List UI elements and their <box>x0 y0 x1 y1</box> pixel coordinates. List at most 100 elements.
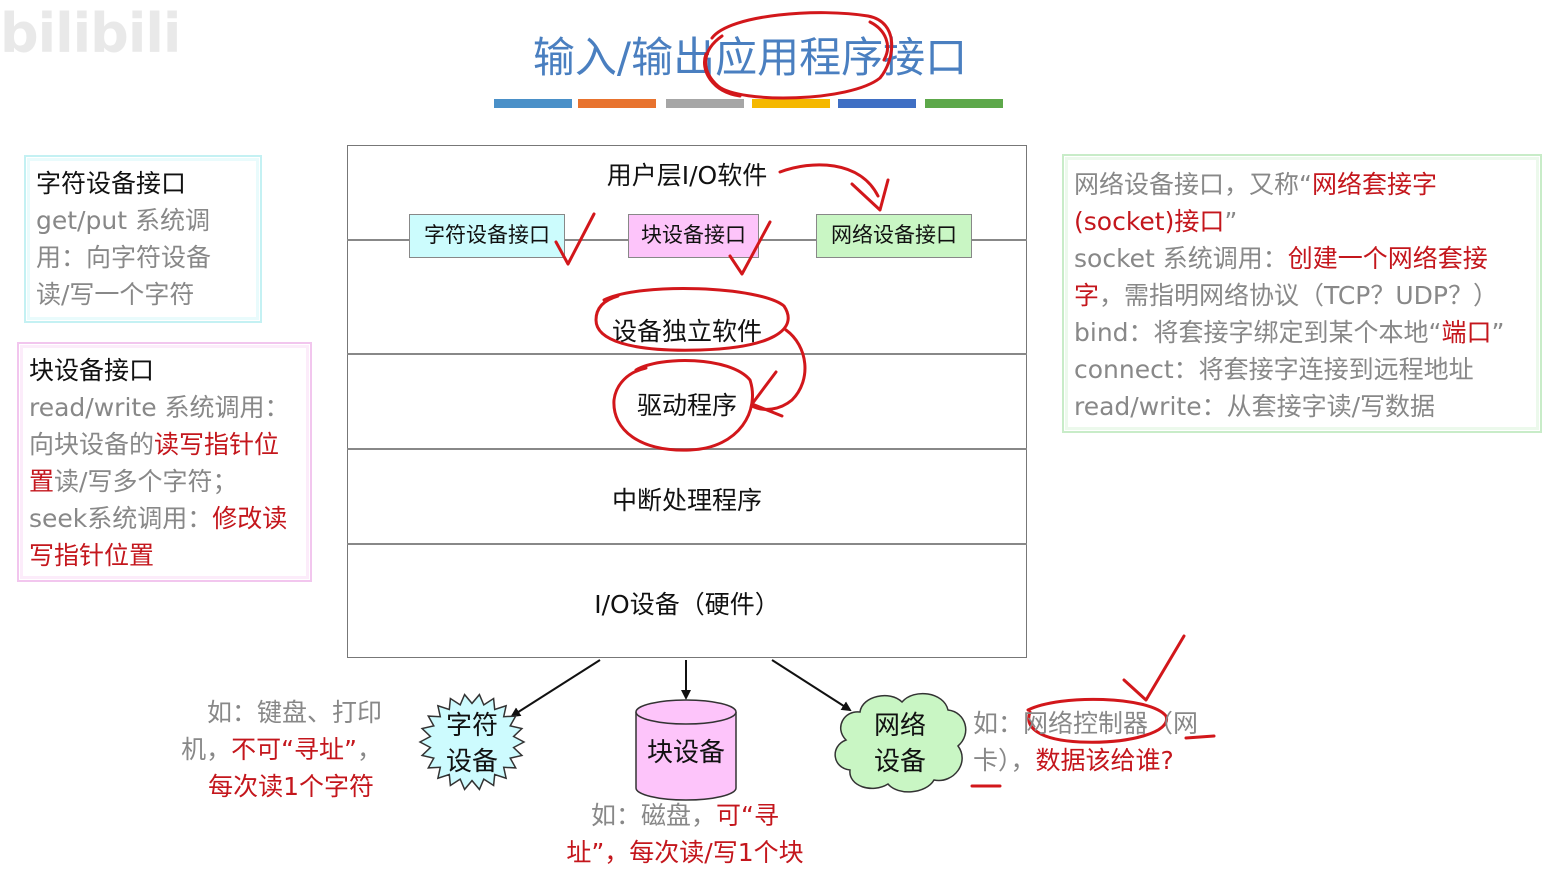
text-fragment: ，需指明网络协议（TCP？UDP？） <box>1099 281 1498 310</box>
note-line: 机，不可“寻址”， <box>150 731 382 768</box>
net-box-line: bind：将套接字绑定到某个本地“端口” <box>1074 314 1530 351</box>
network-device-label-line: 设备 <box>873 747 926 777</box>
text-fragment: 向块设备的 <box>29 430 155 459</box>
highlight-text: 置 <box>29 467 55 496</box>
char-interface-node: 字符设备接口 <box>409 214 565 258</box>
text-fragment: socket 系统调用： <box>1074 244 1288 273</box>
text-fragment: seek系统调用： <box>29 504 213 533</box>
block-box-line: 向块设备的读写指针位 <box>29 426 300 463</box>
driver-label: 驱动程序 <box>636 391 737 420</box>
net-box-line: 字，需指明网络协议（TCP？UDP？） <box>1074 277 1530 314</box>
highlight-text: 创建一个网络套接 <box>1287 244 1488 273</box>
hardware-layer-label: I/O设备（硬件） <box>594 590 780 619</box>
interface-connector-line <box>972 239 1027 241</box>
underline-annotation <box>970 734 1216 788</box>
text-fragment: ” <box>1491 318 1505 347</box>
highlight-text: 不可“寻址” <box>231 735 357 764</box>
char-interface-box: 字符设备接口 get/put 系统调 用：向字符设备 读/写一个字符 <box>24 155 262 323</box>
color-bar-orange <box>578 99 656 108</box>
block-interface-box: 块设备接口 read/write 系统调用： 向块设备的读写指针位 置读/写多个… <box>17 342 312 582</box>
highlight-text: (socket)接口 <box>1074 207 1225 236</box>
note-line: 如：键盘、打印 <box>206 698 382 727</box>
note-line: 每次读1个字符 <box>208 772 374 801</box>
device-independent-label: 设备独立软件 <box>611 317 762 346</box>
io-software-stack <box>347 145 1027 658</box>
block-box-line: read/write 系统调用： <box>29 393 290 422</box>
network-device-note: 如：网络控制器（网 卡），数据该给谁? <box>973 705 1233 779</box>
highlight-text: 网络套接字 <box>1311 170 1437 199</box>
char-device-label-line: 设备 <box>445 747 498 777</box>
block-device-label: 块设备 <box>646 738 725 768</box>
checkmark-block-interface <box>728 220 772 276</box>
char-device-label-line: 字符 <box>445 711 498 741</box>
color-bar-yellow <box>752 99 830 108</box>
device-independent-circle-annotation <box>594 287 790 352</box>
block-box-line: 写指针位置 <box>29 541 155 570</box>
checkmark-char-interface <box>554 212 596 266</box>
interface-connector-line <box>759 239 816 241</box>
char-device-starburst <box>418 693 526 791</box>
block-box-line: 置读/写多个字符； <box>29 463 300 500</box>
char-device-label: 字符 设备 <box>432 708 512 780</box>
driver-circle-annotation <box>612 359 754 452</box>
text-fragment: 如：磁盘， <box>591 801 717 830</box>
char-box-line: get/put 系统调 <box>36 206 210 235</box>
block-interface-node: 块设备接口 <box>628 214 759 258</box>
network-interface-node: 网络设备接口 <box>816 214 972 258</box>
block-device-cylinder-top <box>635 699 737 725</box>
color-bar-gray <box>666 99 744 108</box>
text-fragment: ， <box>356 735 382 764</box>
title-circle-annotation <box>704 11 894 100</box>
curved-arrow-annotation <box>778 163 880 198</box>
layer-divider <box>347 353 1027 355</box>
text-fragment: 读/写多个字符； <box>54 467 238 496</box>
highlight-text: 可“寻 <box>716 801 779 830</box>
text-fragment: 如： <box>973 709 1024 738</box>
text-fragment: 网络控制器 <box>1023 709 1149 738</box>
note-line: 如：网络控制器（网 <box>973 705 1233 742</box>
text-fragment: bind：将套接字绑定到某个本地“ <box>1074 318 1442 347</box>
color-bar-blue <box>494 99 572 108</box>
block-box-line: seek系统调用：修改读 <box>29 500 300 537</box>
arrow-to-network-device <box>771 659 852 712</box>
text-fragment: ” <box>1224 207 1238 236</box>
color-bar-darkblue <box>838 99 916 108</box>
curved-arrow-head-annotation <box>850 178 890 212</box>
text-fragment: 网络设备接口，又称“ <box>1074 170 1312 199</box>
note-line: 如：磁盘，可“寻 <box>540 797 830 834</box>
block-box-heading: 块设备接口 <box>29 356 155 385</box>
highlight-text: 修改读 <box>212 504 288 533</box>
char-box-heading: 字符设备接口 <box>36 169 187 198</box>
net-box-line: 网络设备接口，又称“网络套接字 <box>1074 166 1530 203</box>
highlight-text: 字 <box>1074 281 1100 310</box>
highlight-text: 读写指针位 <box>154 430 280 459</box>
block-device-cylinder <box>635 712 737 801</box>
char-box-line: 用：向字符设备 <box>36 243 212 272</box>
net-box-line: (socket)接口” <box>1074 203 1530 240</box>
note-line: 卡），数据该给谁? <box>973 742 1233 779</box>
char-box-line: 读/写一个字符 <box>36 280 195 309</box>
char-device-note: 如：键盘、打印 机，不可“寻址”， 每次读1个字符 <box>150 694 382 805</box>
arrow-to-char-device <box>510 659 601 718</box>
network-controller-circle-annotation <box>1026 697 1168 744</box>
user-layer-label: 用户层I/O软件 <box>606 161 768 190</box>
network-device-label: 网络 设备 <box>860 708 940 780</box>
layer-divider <box>347 543 1027 545</box>
bilibili-watermark: bilibili <box>0 2 181 65</box>
net-box-line: read/write：从套接字读/写数据 <box>1074 392 1435 421</box>
net-box-line: connect：将套接字连接到远程地址 <box>1074 355 1474 384</box>
color-bar-green <box>925 99 1003 108</box>
network-device-label-line: 网络 <box>873 711 926 741</box>
net-box-line: socket 系统调用：创建一个网络套接 <box>1074 240 1530 277</box>
text-fragment: （网 <box>1148 709 1199 738</box>
block-device-note: 如：磁盘，可“寻 址”，每次读/写1个块 <box>540 797 830 871</box>
network-checkmark-annotation <box>1122 634 1186 702</box>
highlight-text: 端口 <box>1441 318 1492 347</box>
connector-arrowhead-annotation <box>750 370 784 418</box>
text-fragment: 卡）， <box>973 746 1036 775</box>
network-interface-box: 网络设备接口，又称“网络套接字 (socket)接口” socket 系统调用：… <box>1062 154 1542 433</box>
text-fragment: 机， <box>181 735 232 764</box>
interface-connector-line <box>565 239 628 241</box>
network-device-cloud <box>834 692 967 793</box>
